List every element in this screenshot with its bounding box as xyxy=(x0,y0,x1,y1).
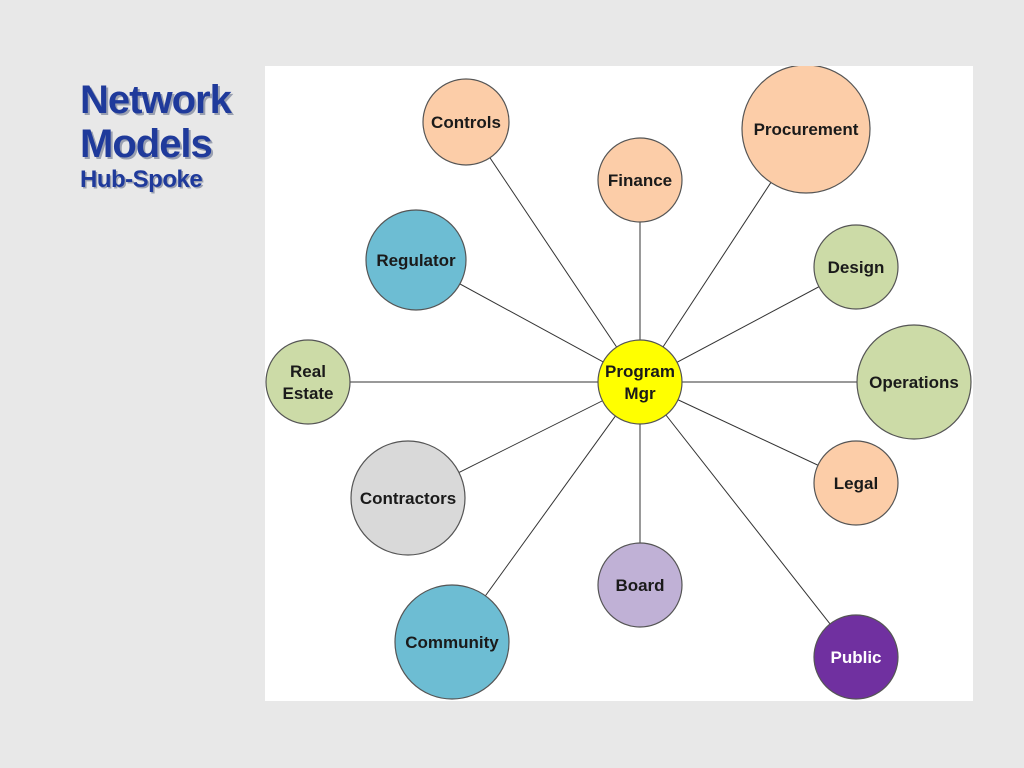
node-public xyxy=(813,614,899,700)
slide-title-line-2: Models xyxy=(80,122,213,166)
node-procurement-label: Procurement xyxy=(754,120,859,139)
node-legal-label: Legal xyxy=(834,474,878,493)
slide-title-block: Network Models Hub-Spoke xyxy=(80,78,232,194)
node-public-label: Public xyxy=(830,648,881,667)
node-board-label: Board xyxy=(615,576,664,595)
slide-subtitle: Hub-Spoke xyxy=(80,166,203,193)
node-community xyxy=(394,584,510,700)
node-real-estate-label: Real xyxy=(290,362,326,381)
spoke-public xyxy=(639,381,857,658)
spoke-controls xyxy=(465,121,641,383)
node-contractors xyxy=(350,440,466,556)
node-contractors-label: Contractors xyxy=(360,489,456,508)
node-legal xyxy=(813,440,899,526)
node-operations-label: Operations xyxy=(869,373,959,392)
node-procurement xyxy=(741,66,871,194)
node-real-estate xyxy=(265,339,351,425)
hub-node-program-mgr-label: Program xyxy=(605,362,675,381)
hub-node-program-mgr xyxy=(597,339,683,425)
node-real-estate-label: Estate xyxy=(282,384,333,403)
node-community-label: Community xyxy=(405,633,499,652)
hub-node-program-mgr-label: Mgr xyxy=(624,384,656,403)
node-regulator xyxy=(365,209,467,311)
node-operations xyxy=(856,324,972,440)
node-controls-label: Controls xyxy=(431,113,501,132)
slide-title-line-1: Network xyxy=(80,78,232,122)
node-regulator-label: Regulator xyxy=(376,251,456,270)
node-controls xyxy=(422,78,510,166)
node-finance xyxy=(597,137,683,223)
node-design-label: Design xyxy=(828,258,885,277)
node-design xyxy=(813,224,899,310)
node-board xyxy=(597,542,683,628)
node-finance-label: Finance xyxy=(608,171,672,190)
